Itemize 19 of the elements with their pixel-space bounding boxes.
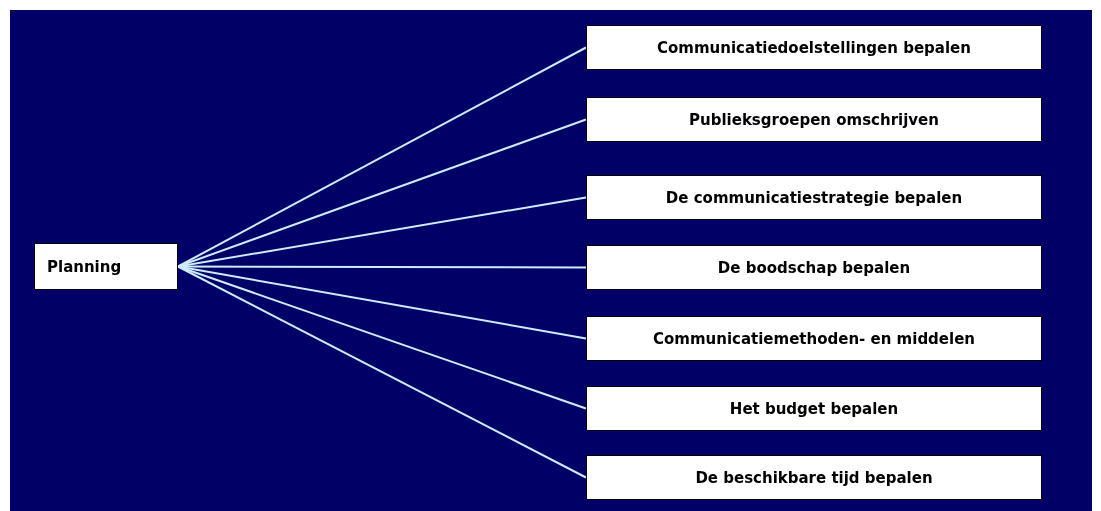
process-box	[586, 245, 1042, 290]
box-label: De beschikbare tijd bepalen	[695, 468, 933, 487]
process-box	[586, 25, 1042, 70]
box-label: Planning	[47, 257, 122, 276]
connector-line	[177, 265, 587, 479]
box-label: Publieksgroepen omschrijven	[689, 110, 939, 129]
process-box	[34, 243, 178, 290]
process-box	[586, 316, 1042, 361]
process-box	[586, 97, 1042, 142]
box-label: De boodschap bepalen	[717, 258, 911, 277]
process-box	[586, 386, 1042, 431]
box-label: Communicatiedoelstellingen bepalen	[657, 38, 971, 57]
box-label: De communicatiestrategie bepalen	[665, 188, 963, 207]
box-label: Communicatiemethoden- en middelen	[652, 329, 976, 348]
connector-line	[177, 265, 587, 410]
process-box	[586, 175, 1042, 220]
connector-line	[177, 46, 587, 268]
box-label: Het budget bepalen	[729, 399, 899, 418]
process-box	[586, 455, 1042, 500]
